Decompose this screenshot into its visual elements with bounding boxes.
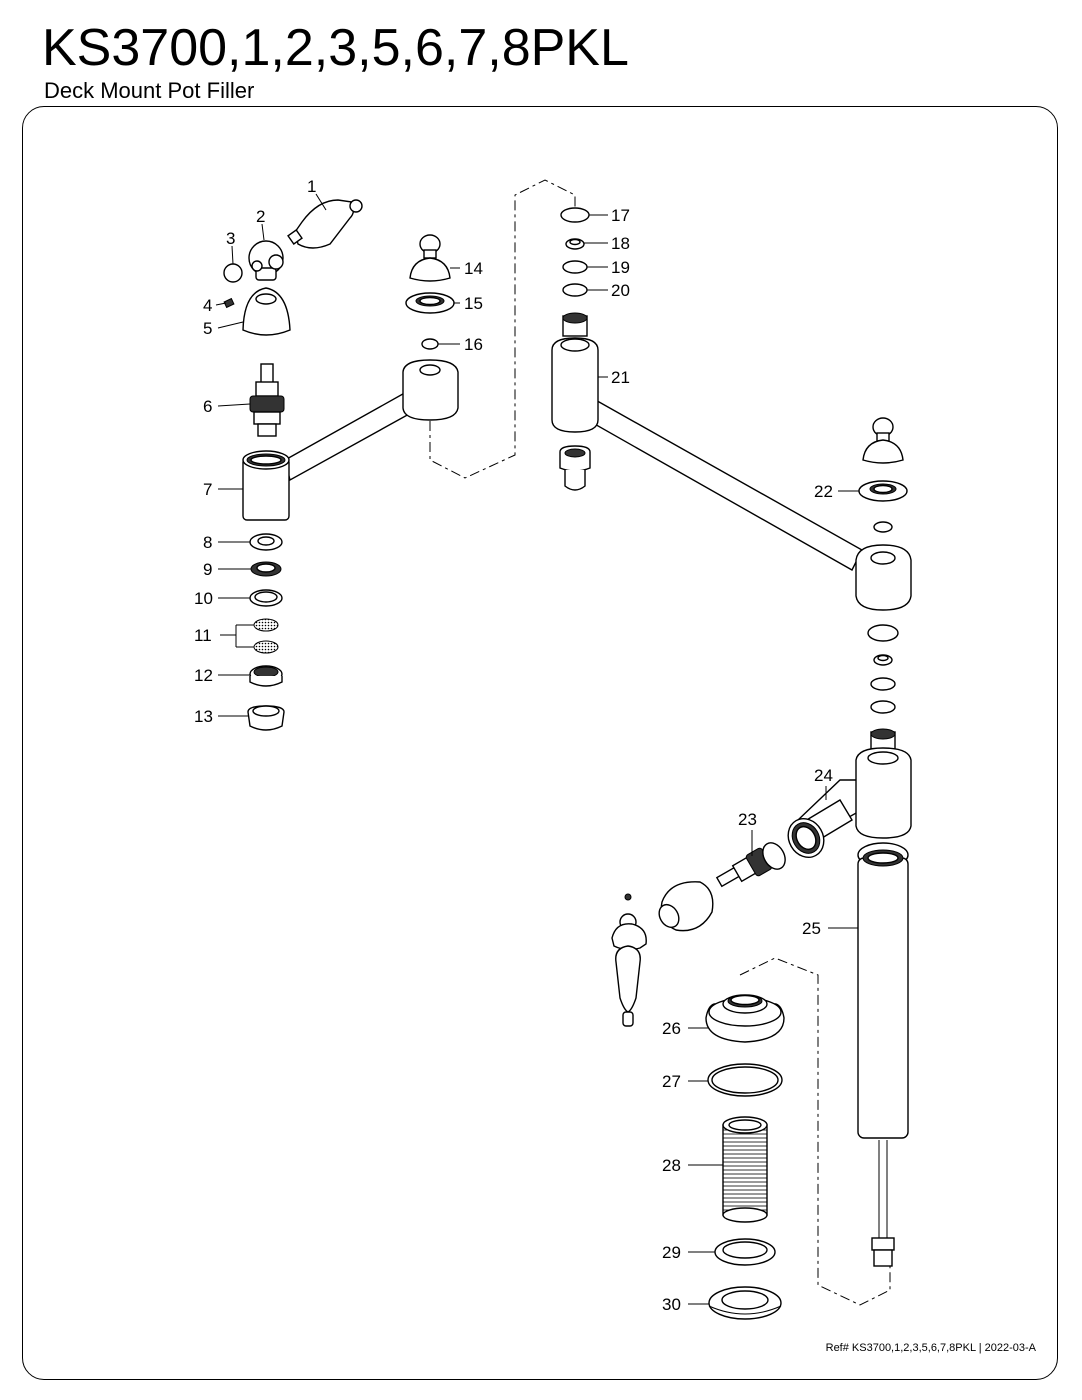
part-label-4: 4 (203, 296, 212, 315)
bushing-18-icon (565, 238, 585, 250)
side-valve-body-icon (787, 728, 912, 858)
o-ring-22b-icon (873, 521, 893, 533)
side-bonnet-icon (658, 881, 714, 932)
base-gasket-icon (707, 1063, 783, 1097)
page-subtitle: Deck Mount Pot Filler (44, 78, 255, 103)
finial-cap-22-icon (862, 417, 904, 464)
part-label-6: 6 (203, 397, 212, 416)
part-label-30: 30 (662, 1295, 681, 1314)
reference-code: Ref# KS3700,1,2,3,5,6,7,8PKL | 2022-03-A (825, 1342, 1036, 1354)
part-label-27: 27 (662, 1072, 681, 1091)
part-label-22: 22 (814, 482, 833, 501)
part-labels: 1 2 3 4 5 6 7 8 9 10 11 12 13 14 15 16 1… (194, 177, 833, 1314)
diagram-frame (22, 106, 1058, 1380)
part-label-28: 28 (662, 1156, 681, 1175)
part-label-25: 25 (802, 919, 821, 938)
o-ring-17-icon (560, 207, 590, 223)
o-ring-lower-icon (867, 624, 899, 642)
part-label-3: 3 (226, 229, 235, 248)
mounting-washer-icon (714, 1238, 776, 1266)
part-label-16: 16 (464, 335, 483, 354)
washer-lower-a-icon (870, 677, 896, 691)
part-label-12: 12 (194, 666, 213, 685)
o-ring-16-icon (421, 338, 439, 350)
index-button-icon (223, 263, 243, 283)
washer-icon (249, 533, 283, 551)
part-label-8: 8 (203, 533, 212, 552)
threaded-shank-icon (722, 1116, 768, 1223)
side-lever-handle-icon (611, 913, 647, 1027)
part-label-10: 10 (194, 589, 213, 608)
lever-handle-icon (287, 199, 363, 249)
riser-tube-icon (857, 842, 909, 1267)
washer-lower-b-icon (870, 700, 896, 714)
side-set-screw-icon (624, 893, 632, 901)
aerator-cap-icon (247, 705, 285, 731)
part-label-17: 17 (611, 206, 630, 225)
part-label-5: 5 (203, 319, 212, 338)
part-label-21: 21 (611, 368, 630, 387)
part-label-2: 2 (256, 207, 265, 226)
retainer-ring-icon (249, 665, 283, 687)
part-label-20: 20 (611, 281, 630, 300)
washer-19-icon (562, 260, 588, 274)
filter-screen-icon (253, 618, 279, 654)
part-label-15: 15 (464, 294, 483, 313)
part-label-14: 14 (464, 259, 483, 278)
washer-20-icon (562, 283, 588, 297)
part-label-9: 9 (203, 560, 212, 579)
elbow-joint-icon (855, 544, 912, 611)
side-cartridge-icon (715, 842, 786, 888)
valve-body-icon (242, 359, 459, 521)
gasket-icon (249, 589, 283, 607)
part-label-29: 29 (662, 1243, 681, 1262)
swivel-arm-icon (551, 312, 863, 571)
set-screw-icon (223, 297, 235, 309)
part-label-19: 19 (611, 258, 630, 277)
leader-lines (215, 193, 859, 1305)
lever-hub-icon (248, 240, 284, 281)
bonnet-cap-icon (242, 287, 291, 336)
escutcheon-22-icon (858, 480, 908, 502)
part-label-24: 24 (814, 766, 833, 785)
part-label-1: 1 (307, 177, 316, 196)
part-label-26: 26 (662, 1019, 681, 1038)
mounting-nut-icon (708, 1286, 782, 1320)
seal-ring-icon (250, 561, 282, 577)
page-title: KS3700,1,2,3,5,6,7,8PKL (42, 19, 629, 77)
part-label-23: 23 (738, 810, 757, 829)
part-label-11: 11 (194, 626, 212, 645)
escutcheon-ring-icon (405, 292, 455, 314)
finial-cap-icon (409, 234, 451, 282)
base-escutcheon-icon (705, 994, 785, 1043)
assembly-line-left (429, 179, 576, 479)
bushing-lower-icon (873, 654, 893, 666)
part-label-13: 13 (194, 707, 213, 726)
part-label-18: 18 (611, 234, 630, 253)
part-label-7: 7 (203, 480, 212, 499)
valve-cartridge-icon (249, 363, 285, 437)
